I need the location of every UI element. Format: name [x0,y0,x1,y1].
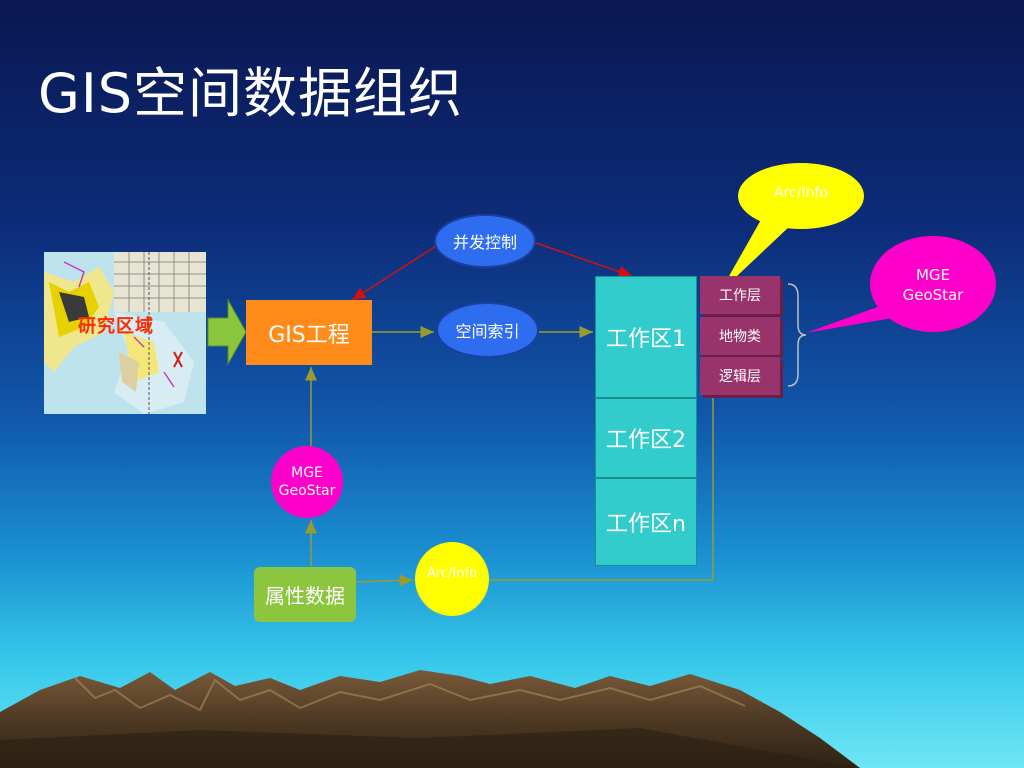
mge-callout-line1: MGE [915,266,951,284]
study-area-map: 研究区域 [44,252,206,414]
layer-work[interactable]: 工作层 [700,276,780,314]
mge-callout [806,236,996,333]
spatial-index-node[interactable]: 空间索引 [436,302,539,358]
mge-geostar-node[interactable]: MGE GeoStar [271,446,343,518]
concurrency-to-workspace-line [535,242,633,278]
concurrency-control-node[interactable]: 并发控制 [434,214,536,268]
map-image [44,252,206,414]
mge-callout-line2: GeoStar [902,286,964,304]
study-area-label: 研究区域 [78,316,154,337]
attribute-data-box[interactable]: 属性数据 [254,567,356,622]
workspace-1[interactable]: 工作区1 [595,276,697,398]
attr-to-arcinfo-line [355,574,414,587]
mge-label: MGE [291,465,323,481]
mountain-range [0,670,860,768]
workspace-n[interactable]: 工作区n [595,478,697,566]
workspace-2[interactable]: 工作区2 [595,398,697,478]
layer-logical[interactable]: 逻辑层 [700,357,780,395]
concurrency-to-project-line [351,245,437,301]
layer-brace [787,283,807,387]
arcinfo-node[interactable]: Arc/Info [415,542,489,616]
map-to-project-arrow [207,298,247,366]
arcinfo-callout [720,163,864,292]
geostar-label: GeoStar [278,483,336,499]
mge-callout-label: MGE GeoStar [870,265,996,305]
page-title: GIS空间数据组织 [38,62,464,125]
layer-feature-class[interactable]: 地物类 [700,317,780,355]
gis-project-box[interactable]: GIS工程 [246,300,372,365]
arcinfo-callout-label: Arc/Info [774,185,828,201]
arcinfo-node-label: Arc/Info [426,565,478,581]
